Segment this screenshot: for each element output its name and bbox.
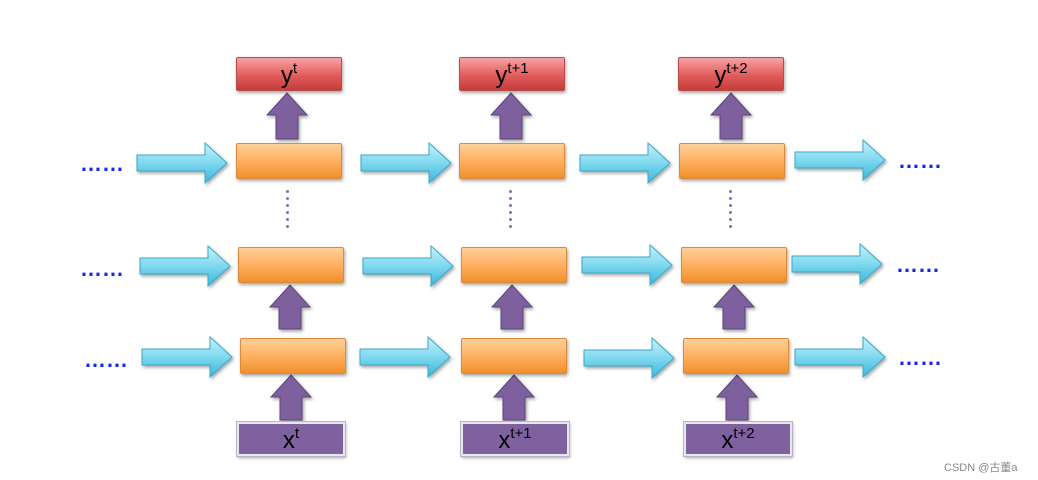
hidden-cell-row2-col1 [238,247,344,283]
recurrent-arrow-icon [791,242,883,286]
vertical-ellipsis [286,190,290,232]
vertical-ellipsis [509,190,513,232]
input-label: xt+2 [721,424,755,454]
vertical-arrows [265,92,759,421]
continuation-ellipsis-left: …… [80,256,124,281]
up-arrow-icon [269,374,313,421]
recurrent-arrow-icon [581,243,673,287]
input-label: xt [282,424,300,454]
continuation-ellipsis-left: …… [80,151,124,176]
output-box-t: yt [236,57,342,91]
up-arrow-icon [490,284,534,330]
hidden-cell-row3-col2 [461,338,567,374]
recurrent-arrow-icon [362,244,454,288]
hidden-cell-row3-col1 [240,338,346,374]
continuation-ellipsis-right: …… [898,148,942,173]
up-arrow-icon [712,284,756,330]
output-label: yt+1 [495,59,529,89]
hidden-cell-row3-col3 [683,338,789,374]
continuation-ellipsis-left: …… [84,347,128,372]
input-box-t-plus-2: xt+2 [684,422,792,456]
output-box-t-plus-1: yt+1 [459,57,565,91]
recurrent-arrow-icon [359,335,451,379]
recurrent-arrow-icon [794,335,886,379]
hidden-cell-row1-col1 [236,143,342,179]
vertical-ellipsis [729,190,733,232]
recurrent-arrow-icon [579,141,671,185]
input-label: xt+1 [498,424,532,454]
input-box-t: xt [237,422,345,456]
output-label: yt [280,59,298,89]
recurrent-arrow-icon [360,141,452,185]
up-arrow-icon [489,92,533,140]
up-arrow-icon [492,374,536,421]
output-box-t-plus-2: yt+2 [678,57,784,91]
up-arrow-icon [715,374,759,421]
hidden-cell-row1-col2 [459,143,565,179]
hidden-cell-row2-col3 [681,247,787,283]
continuation-ellipsis-right: …… [898,345,942,370]
continuation-ellipsis-right: …… [896,252,940,277]
input-box-t-plus-1: xt+1 [461,422,569,456]
recurrent-arrows-row-3 [141,335,886,380]
recurrent-arrow-icon [136,141,228,185]
recurrent-arrows-row-1 [136,138,886,185]
recurrent-arrow-icon [141,335,233,379]
recurrent-arrows-row-2 [139,242,883,288]
hidden-cell-row1-col3 [679,143,785,179]
hidden-cell-row2-col2 [461,247,567,283]
output-label: yt+2 [714,59,748,89]
watermark: CSDN @古董a [944,462,1018,474]
recurrent-arrow-icon [794,138,886,182]
recurrent-arrow-icon [139,244,231,288]
up-arrow-icon [268,284,312,330]
up-arrow-icon [709,92,753,140]
up-arrow-icon [265,92,309,140]
recurrent-arrow-icon [583,336,675,380]
